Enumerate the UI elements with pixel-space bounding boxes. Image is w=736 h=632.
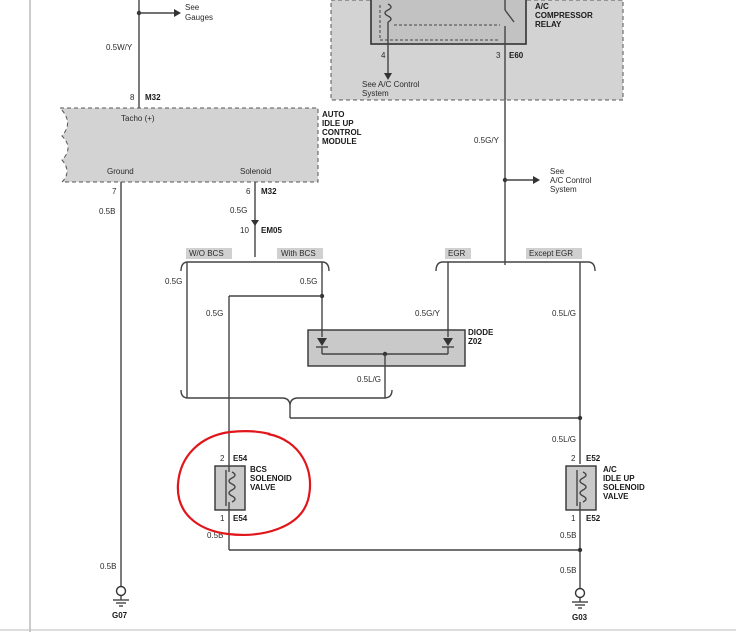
module-tacho-label: Tacho (+) <box>121 114 155 123</box>
ac-valve-title-line2: IDLE UP <box>603 474 635 483</box>
see-gauges-line1: See <box>185 3 200 12</box>
see-ac-right-line2: A/C Control <box>550 176 592 185</box>
relay-pin-right: 3 <box>496 51 501 60</box>
relay-title-line1: A/C <box>535 2 549 11</box>
ac-valve-pin-top: 2 <box>571 454 576 463</box>
branch-except-egr: Except EGR <box>529 249 573 258</box>
module-conn-solenoid: M32 <box>261 187 277 196</box>
wire-label-05lg-right: 0.5L/G <box>552 309 576 318</box>
see-ac-line1: See A/C Control <box>362 80 420 89</box>
ac-compressor-relay: A/C COMPRESSOR RELAY 4 See A/C Control S… <box>330 0 624 101</box>
wire-label-05b: 0.5B <box>99 207 115 216</box>
module-ground-label: Ground <box>107 167 134 176</box>
ground-g03-symbol <box>572 587 588 609</box>
wire-label-05wy: 0.5W/Y <box>106 43 133 52</box>
ac-valve-conn-bottom: E52 <box>586 514 601 523</box>
branch-with-bcs: With BCS <box>281 249 316 258</box>
see-ac-right-line3: System <box>550 185 577 194</box>
bcs-conn-bottom: E54 <box>233 514 248 523</box>
branch-egr: EGR <box>448 249 466 258</box>
wire-label-05gy-top: 0.5G/Y <box>474 136 500 145</box>
wire-label-05g-bcs: 0.5G <box>206 309 223 318</box>
module-conn-top: M32 <box>145 93 161 102</box>
relay-conn: E60 <box>509 51 524 60</box>
module-pin-solenoid: 6 <box>246 187 251 196</box>
diode-conn: Z02 <box>468 337 482 346</box>
em05-conn: EM05 <box>261 226 282 235</box>
bcs-conn-top: E54 <box>233 454 248 463</box>
auto-idle-up-module: Tacho (+) Ground Solenoid AUTO IDLE UP C… <box>58 107 362 183</box>
module-pin-top: 8 <box>130 93 135 102</box>
bcs-title-line2: SOLENOID <box>250 474 292 483</box>
module-title-line3: CONTROL <box>322 128 362 137</box>
bcs-title-line3: VALVE <box>250 483 276 492</box>
bcs-pin-top: 2 <box>220 454 225 463</box>
wire-label-05b-g07: 0.5B <box>100 562 116 571</box>
see-gauges-line2: Gauges <box>185 13 213 22</box>
module-pin-ground: 7 <box>112 187 117 196</box>
module-title-line4: MODULE <box>322 137 357 146</box>
ac-valve-title-line1: A/C <box>603 465 617 474</box>
wire-label-05gy: 0.5G/Y <box>415 309 441 318</box>
see-ac-right-line1: See <box>550 167 565 176</box>
see-ac-line2: System <box>362 89 389 98</box>
module-solenoid-label: Solenoid <box>240 167 271 176</box>
branch-wo-bcs: W/O BCS <box>189 249 224 258</box>
ground-g07-symbol <box>113 585 129 607</box>
diode-z02: DIODE Z02 <box>307 328 494 398</box>
wire-label-05b-bcs: 0.5B <box>207 531 223 540</box>
ac-valve-pin-bottom: 1 <box>571 514 576 523</box>
ground-g03-label: G03 <box>572 613 588 622</box>
wire-label-05g-mid: 0.5G <box>300 277 317 286</box>
branch-headers: W/O BCS With BCS EGR Except EGR <box>180 248 596 272</box>
wire-label-05lg-lower: 0.5L/G <box>552 435 576 444</box>
ac-valve-title-line3: SOLENOID <box>603 483 645 492</box>
bcs-pin-bottom: 1 <box>220 514 225 523</box>
gauges-branch: See Gauges 0.5W/Y 8 M32 <box>106 0 213 108</box>
ac-valve-conn-top: E52 <box>586 454 601 463</box>
relay-pin-left: 4 <box>381 51 386 60</box>
module-title-line1: AUTO <box>322 110 345 119</box>
bcs-solenoid-valve: 2 E54 BCS SOLENOID VALVE 1 E54 <box>214 454 292 550</box>
ac-valve-title-line4: VALVE <box>603 492 629 501</box>
wire-label-05b-ac: 0.5B <box>560 531 576 540</box>
relay-title-line3: RELAY <box>535 20 562 29</box>
ground-g07-label: G07 <box>112 611 128 620</box>
em05-pin: 10 <box>240 226 249 235</box>
wire-label-05lg-diode: 0.5L/G <box>357 375 381 384</box>
wire-label-05g-upper: 0.5G <box>230 206 247 215</box>
red-highlight-circle <box>176 430 312 536</box>
relay-title-line2: COMPRESSOR <box>535 11 593 20</box>
wire-label-05b-g03: 0.5B <box>560 566 576 575</box>
wire-label-05g-left: 0.5G <box>165 277 182 286</box>
diode-title: DIODE <box>468 328 494 337</box>
module-title-line2: IDLE UP <box>322 119 354 128</box>
ac-idle-up-solenoid-valve: 2 E52 A/C IDLE UP SOLENOID VALVE 1 E52 <box>565 454 645 588</box>
bcs-title-line1: BCS <box>250 465 268 474</box>
